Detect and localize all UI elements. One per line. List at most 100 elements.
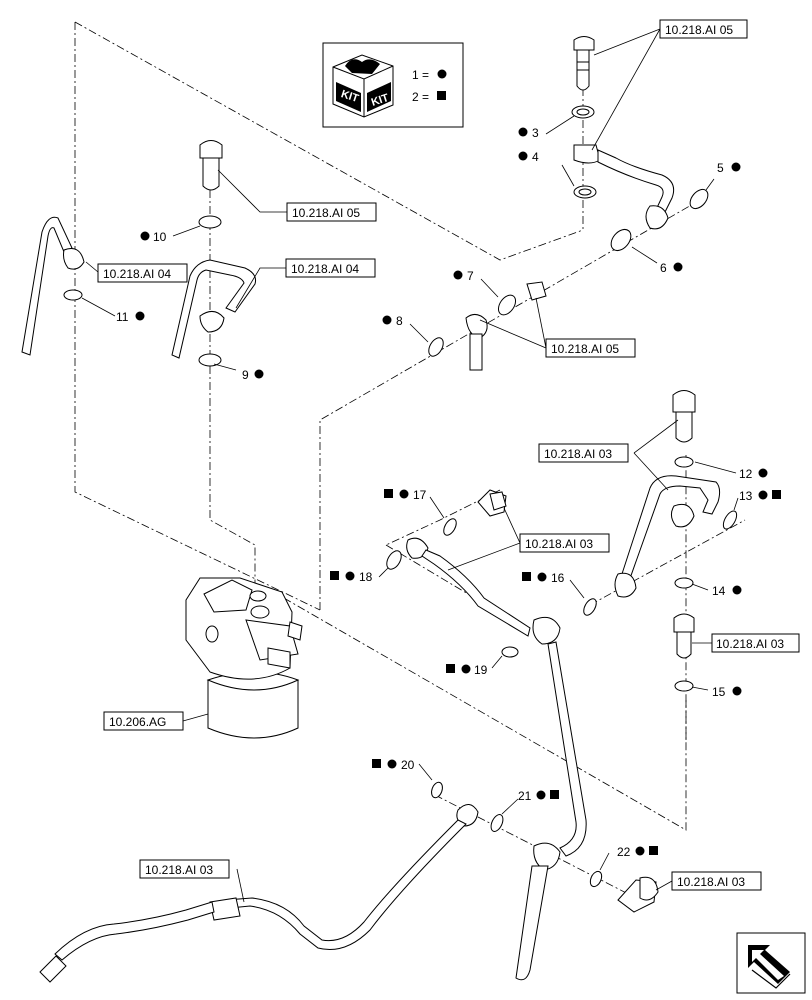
callout-16: 16 xyxy=(522,571,565,585)
washer-19 xyxy=(501,646,519,658)
callout-3: 3 xyxy=(518,126,539,140)
svg-text:10.206.AG: 10.206.AG xyxy=(109,715,166,729)
callout-15: 15 xyxy=(712,685,742,699)
callout-8: 8 xyxy=(382,314,403,328)
kit-badge-left: KIT xyxy=(339,88,360,105)
fuel-pipe-left xyxy=(21,216,85,356)
ref-box[interactable]: 10.218.AI 03 xyxy=(538,443,629,463)
next-page-arrow-icon[interactable] xyxy=(736,932,806,994)
svg-text:10.218.AI 03: 10.218.AI 03 xyxy=(145,863,213,877)
svg-text:21: 21 xyxy=(518,789,532,803)
svg-text:10.218.AI 05: 10.218.AI 05 xyxy=(551,342,619,356)
callout-22: 22 xyxy=(617,845,658,859)
washer-10 xyxy=(198,215,222,229)
svg-text:16: 16 xyxy=(551,571,565,585)
svg-text:17: 17 xyxy=(413,488,427,502)
circle-marker-icon xyxy=(437,69,447,79)
fuel-filter-assembly xyxy=(185,577,303,739)
callouts: 3 4 5 6 7 8 9 xyxy=(116,126,781,859)
svg-text:13: 13 xyxy=(739,489,753,503)
callout-18: 18 xyxy=(330,570,373,584)
washer-12 xyxy=(674,456,694,468)
washer-18 xyxy=(386,550,402,570)
svg-text:10.218.AI 04: 10.218.AI 04 xyxy=(103,267,171,281)
square-marker-icon xyxy=(437,91,446,100)
svg-text:10: 10 xyxy=(153,230,167,244)
washer-9 xyxy=(198,353,222,367)
ref-box[interactable]: 10.218.AI 03 xyxy=(139,859,230,879)
kit-legend: KIT KIT 1 = 2 = xyxy=(322,42,464,128)
washer-16 xyxy=(583,598,597,616)
ref-box[interactable]: 10.218.AI 04 xyxy=(97,263,188,283)
washer-8 xyxy=(428,337,444,357)
svg-text:3: 3 xyxy=(532,126,539,140)
banjo-bolt-17 xyxy=(477,489,507,517)
ref-box[interactable]: 10.218.AI 03 xyxy=(671,871,762,891)
washer-11 xyxy=(63,289,83,301)
fuel-pipe-right xyxy=(614,475,721,598)
ref-box[interactable]: 10.218.AI 03 xyxy=(711,633,800,653)
callout-20: 20 xyxy=(372,758,415,772)
svg-text:8: 8 xyxy=(396,314,403,328)
callout-19: 19 xyxy=(446,663,488,677)
svg-text:12: 12 xyxy=(739,467,753,481)
fuel-pipe-center xyxy=(171,259,256,359)
svg-text:19: 19 xyxy=(474,663,488,677)
svg-text:10.218.AI 05: 10.218.AI 05 xyxy=(665,23,733,37)
callout-4: 4 xyxy=(518,150,539,164)
svg-text:5: 5 xyxy=(717,161,724,175)
kit-box-icon xyxy=(332,54,394,118)
banjo-bolt-right-lower xyxy=(673,613,695,659)
svg-text:20: 20 xyxy=(401,758,415,772)
svg-text:14: 14 xyxy=(712,584,726,598)
ref-box[interactable]: 10.218.AI 05 xyxy=(659,19,748,39)
svg-text:10.218.AI 03: 10.218.AI 03 xyxy=(544,447,612,461)
nut-upper xyxy=(526,281,547,301)
washer-7 xyxy=(497,294,517,316)
washer-20 xyxy=(431,781,443,799)
svg-text:4: 4 xyxy=(532,150,539,164)
fuel-pipe-center-lower xyxy=(406,537,587,981)
svg-text:10.218.AI 03: 10.218.AI 03 xyxy=(677,875,745,889)
callout-11: 11 xyxy=(116,310,145,324)
banjo-bolt-center xyxy=(199,140,223,191)
reference-boxes: 10.218.AI 05 10.218.AI 05 10.218.AI 04 1… xyxy=(97,19,800,891)
kit-legend-row1: 1 = xyxy=(412,68,429,82)
callout-13: 13 xyxy=(739,489,781,503)
fuel-pipe-top-right xyxy=(573,144,675,230)
washer-14 xyxy=(674,577,694,589)
ref-box[interactable]: 10.218.AI 05 xyxy=(545,338,636,358)
ref-box[interactable]: 10.218.AI 04 xyxy=(285,258,376,278)
svg-text:15: 15 xyxy=(712,685,726,699)
washer-17 xyxy=(443,518,457,536)
banjo-bolt-22 xyxy=(617,876,659,913)
leader-lines xyxy=(81,28,739,903)
banjo-bolt-right-upper xyxy=(672,390,696,443)
svg-text:22: 22 xyxy=(617,845,631,859)
banjo-fitting-center xyxy=(465,314,488,371)
washer-22 xyxy=(589,870,603,888)
fuel-pipe-bottom xyxy=(39,804,479,983)
ref-box[interactable]: 10.206.AG xyxy=(103,711,184,731)
callout-17: 17 xyxy=(384,488,427,502)
callout-10: 10 xyxy=(140,230,167,244)
svg-text:10.218.AI 03: 10.218.AI 03 xyxy=(525,537,593,551)
washer-5 xyxy=(689,188,709,210)
svg-text:6: 6 xyxy=(660,261,667,275)
ref-box[interactable]: 10.218.AI 05 xyxy=(286,202,377,222)
washer-13 xyxy=(722,510,738,530)
callout-6: 6 xyxy=(660,261,683,275)
banjo-bolt-top-right xyxy=(573,36,595,91)
kit-legend-row2: 2 = xyxy=(412,90,429,104)
washer-6 xyxy=(610,228,632,252)
callout-7: 7 xyxy=(453,269,474,283)
ref-box[interactable]: 10.218.AI 03 xyxy=(519,533,610,553)
washer-21 xyxy=(490,814,504,832)
svg-text:10.218.AI 05: 10.218.AI 05 xyxy=(292,206,360,220)
kit-badge-right: KIT xyxy=(370,92,391,109)
svg-text:9: 9 xyxy=(242,368,249,382)
svg-text:10.218.AI 04: 10.218.AI 04 xyxy=(291,262,359,276)
svg-text:11: 11 xyxy=(116,310,129,324)
